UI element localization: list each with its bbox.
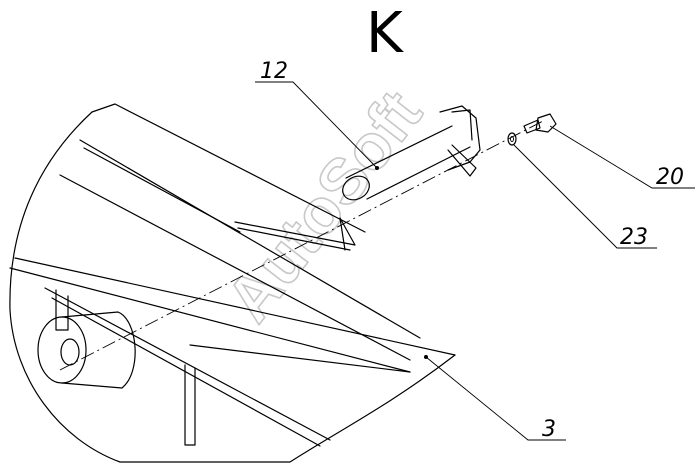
view-label: K bbox=[366, 1, 404, 66]
part-23-washer bbox=[507, 132, 517, 146]
callout-3: 3 bbox=[425, 356, 566, 442]
callout-12-number: 12 bbox=[260, 59, 288, 84]
watermark-text: AutoSoft bbox=[212, 77, 435, 334]
callout-12: 12 bbox=[255, 59, 378, 169]
callout-23-number: 23 bbox=[620, 225, 648, 250]
part-12-pin bbox=[342, 105, 481, 201]
callout-20: 20 bbox=[549, 125, 695, 190]
callout-23: 23 bbox=[513, 144, 657, 250]
assembly-axis bbox=[59, 119, 546, 371]
callout-3-number: 3 bbox=[542, 417, 556, 442]
callout-20-number: 20 bbox=[656, 165, 684, 190]
part-3-frame bbox=[9, 103, 456, 463]
part-20-bolt bbox=[523, 113, 557, 134]
